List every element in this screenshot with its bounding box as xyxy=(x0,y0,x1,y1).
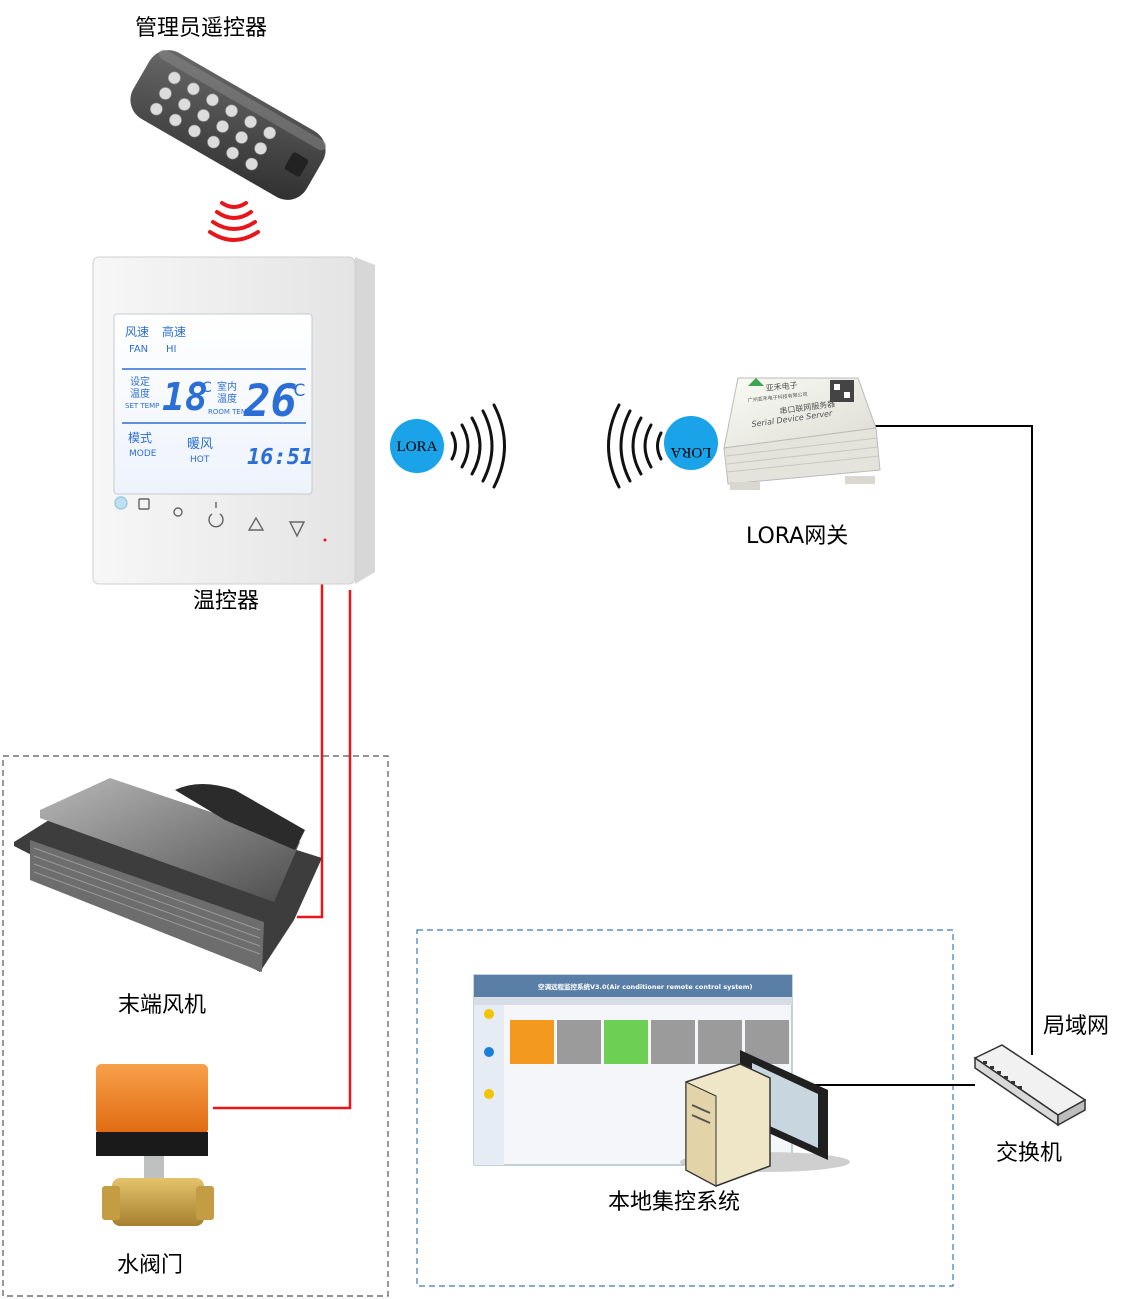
desktop-computer-icon xyxy=(680,1050,850,1187)
fan-coil-unit xyxy=(14,778,322,972)
lcd-set-cn-1: 设定 xyxy=(130,375,150,388)
gateway-label: LORA网关 xyxy=(746,524,849,549)
lora-right-badge xyxy=(664,416,718,470)
central-system-box xyxy=(416,929,954,1287)
central-system-label: 本地集控系统 xyxy=(608,1190,741,1215)
wireless-signal-left-icon xyxy=(607,403,663,489)
lora-right-label: LORA xyxy=(670,444,711,460)
lcd-mode-cn: 模式 xyxy=(128,431,152,445)
lcd-speed-en: HI xyxy=(166,344,176,355)
wire-fan-coil xyxy=(297,584,324,919)
thermostat-buttons xyxy=(114,496,306,538)
lcd-room-cn-2: 温度 xyxy=(217,392,237,405)
valve-label: 水阀门 xyxy=(117,1253,184,1278)
lcd-mode-en: MODE xyxy=(129,449,157,459)
lora-left-label: LORA xyxy=(397,439,438,455)
thermostat-label: 温控器 xyxy=(193,589,260,614)
lora-left-badge xyxy=(390,419,444,473)
lcd-set-cn-2: 温度 xyxy=(130,387,150,400)
wire-valve xyxy=(213,590,352,1110)
lcd-heat-en: HOT xyxy=(190,455,210,465)
water-valve-device xyxy=(96,1064,214,1226)
lora-gateway-device xyxy=(723,377,881,490)
wire-gateway-switch xyxy=(874,425,1033,1055)
lcd-clock: 16:51 xyxy=(247,445,313,470)
gateway-brand: 亚禾电子 xyxy=(765,380,798,393)
wireless-signal-right-icon xyxy=(450,403,506,489)
lcd-speed-cn: 高速 xyxy=(162,324,186,339)
lcd-room-value: 26 xyxy=(243,376,297,427)
switch-label: 交换机 xyxy=(996,1141,1063,1166)
field-devices-box xyxy=(2,755,389,1297)
fan-coil-label: 末端风机 xyxy=(118,993,207,1018)
remote-control-icon xyxy=(130,49,327,200)
thermostat-device xyxy=(92,256,375,585)
lcd-set-unit: °C xyxy=(195,380,212,396)
lcd-set-en: SET TEMP xyxy=(125,402,159,410)
lcd-heat-cn: 暖风 xyxy=(187,437,213,452)
lcd-room-en: ROOM TEMP xyxy=(208,408,251,416)
lcd-fan-en: FAN xyxy=(129,344,148,355)
software-title: 空调远程监控系统V3.0(Air conditioner remote cont… xyxy=(538,982,752,991)
infrared-signal-icon xyxy=(208,201,260,242)
lcd-room-unit: °C xyxy=(285,381,305,401)
lcd-set-value: 18 xyxy=(162,375,208,419)
lcd-fan-cn: 风速 xyxy=(125,325,149,339)
remote-label: 管理员遥控器 xyxy=(135,16,268,41)
network-switch-icon xyxy=(973,1044,1087,1127)
lcd-room-cn-1: 室内 xyxy=(217,380,237,393)
lan-label: 局域网 xyxy=(1043,1014,1110,1039)
